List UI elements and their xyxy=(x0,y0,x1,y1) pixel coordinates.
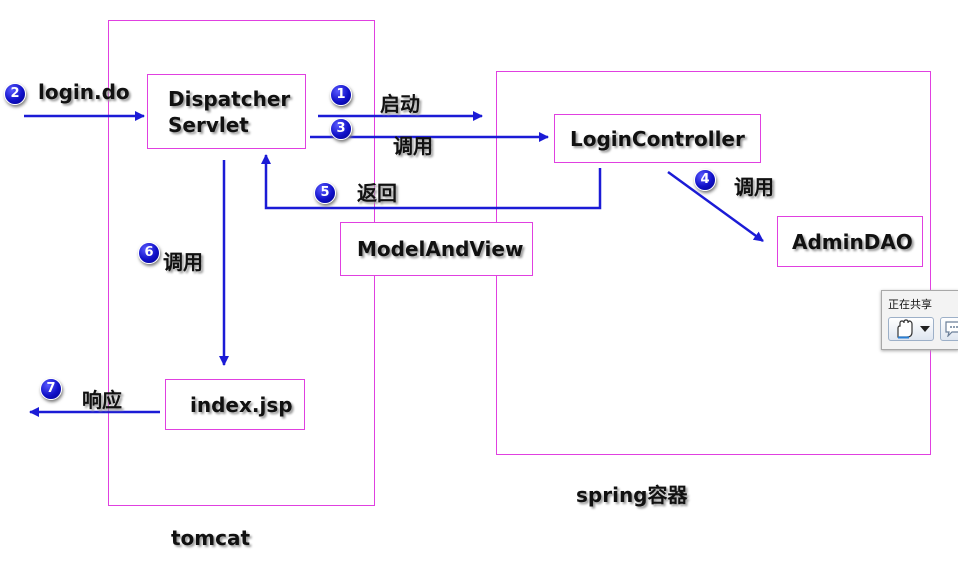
sharing-toolbar: 正在共享 xyxy=(881,290,958,350)
hand-tool-button[interactable] xyxy=(888,317,934,341)
step-label-call-controller: 调用 xyxy=(393,134,433,158)
admin-dao-node: AdminDAO xyxy=(777,216,923,267)
step-badge-5: 5 xyxy=(314,182,336,204)
tomcat-label: tomcat xyxy=(171,526,251,550)
step-badge-4: 4 xyxy=(694,169,716,191)
arrow-return xyxy=(261,154,602,210)
step-badge-3: 3 xyxy=(330,118,352,140)
spring-container-label: spring容器 xyxy=(576,483,688,507)
step-badge-7: 7 xyxy=(40,378,62,400)
step-label-call-jsp: 调用 xyxy=(163,250,203,274)
login-controller-node: LoginController xyxy=(554,114,761,163)
hand-icon xyxy=(897,319,913,339)
comment-button[interactable] xyxy=(940,317,958,341)
chevron-down-icon xyxy=(920,326,930,332)
step-badge-2: 2 xyxy=(4,83,26,105)
step-badge-1: 1 xyxy=(330,84,352,106)
step-label-return: 返回 xyxy=(357,181,397,205)
sharing-toolbar-title: 正在共享 xyxy=(888,298,932,311)
step-badge-6: 6 xyxy=(138,242,160,264)
comment-icon xyxy=(945,321,958,337)
dispatcher-servlet-node: Dispatcher Servlet xyxy=(147,74,306,149)
arrow-call-dao xyxy=(667,170,764,243)
step-label-call-dao: 调用 xyxy=(734,175,774,199)
step-label-response: 响应 xyxy=(82,388,122,412)
model-and-view-node: ModelAndView xyxy=(340,222,533,276)
step-label-start: 启动 xyxy=(380,92,420,116)
step-label-request: login.do xyxy=(38,80,130,104)
index-jsp-node: index.jsp xyxy=(165,379,305,430)
